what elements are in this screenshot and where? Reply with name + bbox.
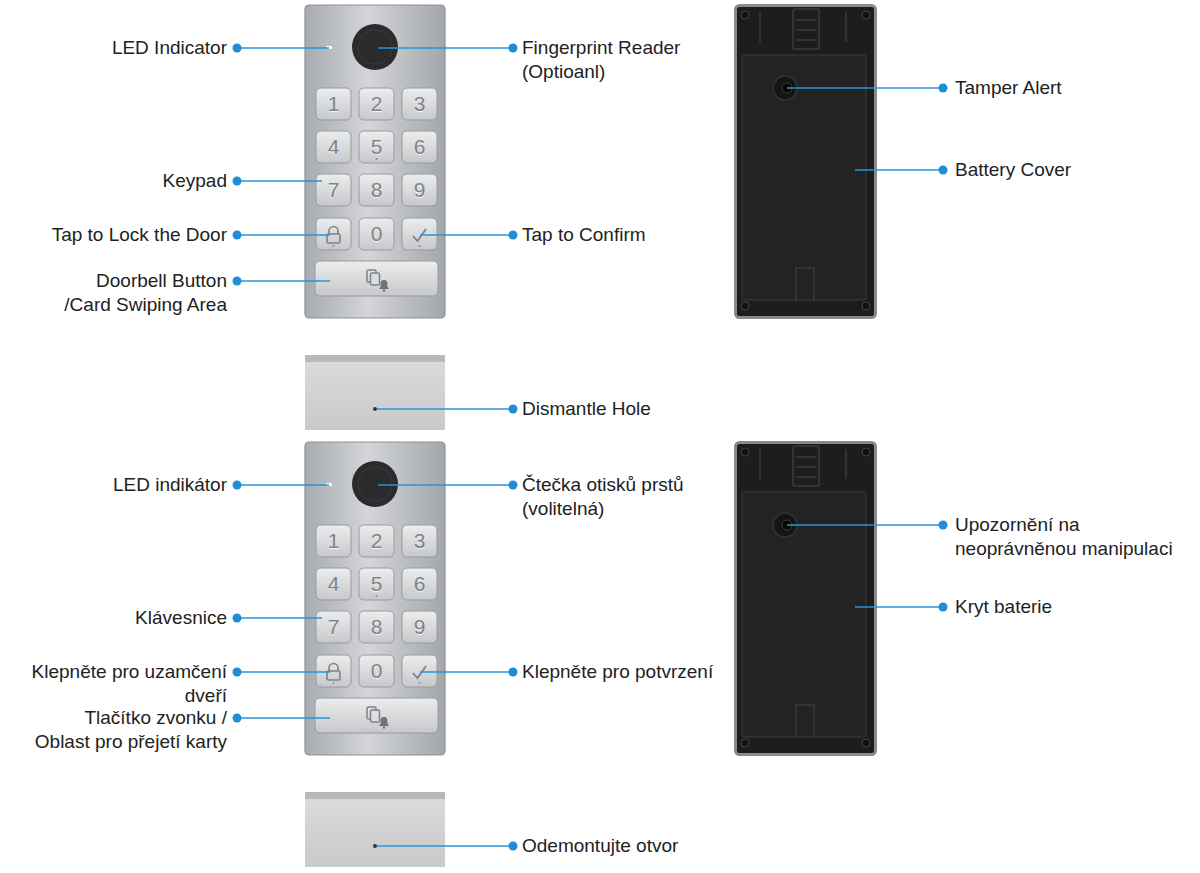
callout-label: Tamper Alert — [955, 76, 1062, 100]
key-digit: 0 — [362, 659, 392, 683]
key-digit: 3 — [405, 92, 435, 116]
callout-label: Klávesnice — [135, 606, 227, 630]
key-digit: 4 — [319, 135, 349, 159]
callout-label: Keypad — [163, 169, 227, 193]
callout-label: Doorbell Button /Card Swiping Area — [47, 269, 227, 317]
callout-label: Dismantle Hole — [522, 397, 651, 421]
callout-label: Fingerprint Reader (Optioanl) — [522, 36, 722, 84]
callout-label: Klepněte pro uzamčení dveří — [12, 660, 227, 708]
callout-label: Tap to Lock the Door — [52, 223, 227, 247]
callout-label: Klepněte pro potvrzení — [522, 660, 713, 684]
key-digit: 1 — [319, 92, 349, 116]
callout-label: Čtečka otisků prstů (volitelná) — [522, 473, 722, 521]
callout-label: Odemontujte otvor — [522, 834, 678, 858]
callout-label: LED Indicator — [112, 36, 227, 60]
callout-label: Kryt baterie — [955, 595, 1052, 619]
key-digit: 2 — [362, 92, 392, 116]
key-digit: 9 — [405, 178, 435, 202]
key-digit: 4 — [319, 572, 349, 596]
key-digit: 7 — [319, 178, 349, 202]
key-digit: 6 — [405, 572, 435, 596]
callout-label: Battery Cover — [955, 158, 1071, 182]
callout-label: Upozornění na neoprávněnou manipulaci — [955, 513, 1190, 561]
key-digit: 7 — [319, 615, 349, 639]
key-digit: 3 — [405, 529, 435, 553]
key-digit: 5 — [362, 135, 392, 159]
key-digit: 9 — [405, 615, 435, 639]
key-digit: 8 — [362, 178, 392, 202]
callout-label: LED indikátor — [113, 473, 227, 497]
czech-set — [233, 442, 948, 867]
callout-label: Tlačítko zvonku / Oblast pro přejetí kar… — [33, 706, 227, 754]
key-digit: 5 — [362, 572, 392, 596]
key-digit: 0 — [362, 222, 392, 246]
key-digit: 8 — [362, 615, 392, 639]
key-digit: 1 — [319, 529, 349, 553]
key-digit: 2 — [362, 529, 392, 553]
key-digit: 6 — [405, 135, 435, 159]
english-set — [233, 5, 948, 430]
callout-label: Tap to Confirm — [522, 223, 646, 247]
